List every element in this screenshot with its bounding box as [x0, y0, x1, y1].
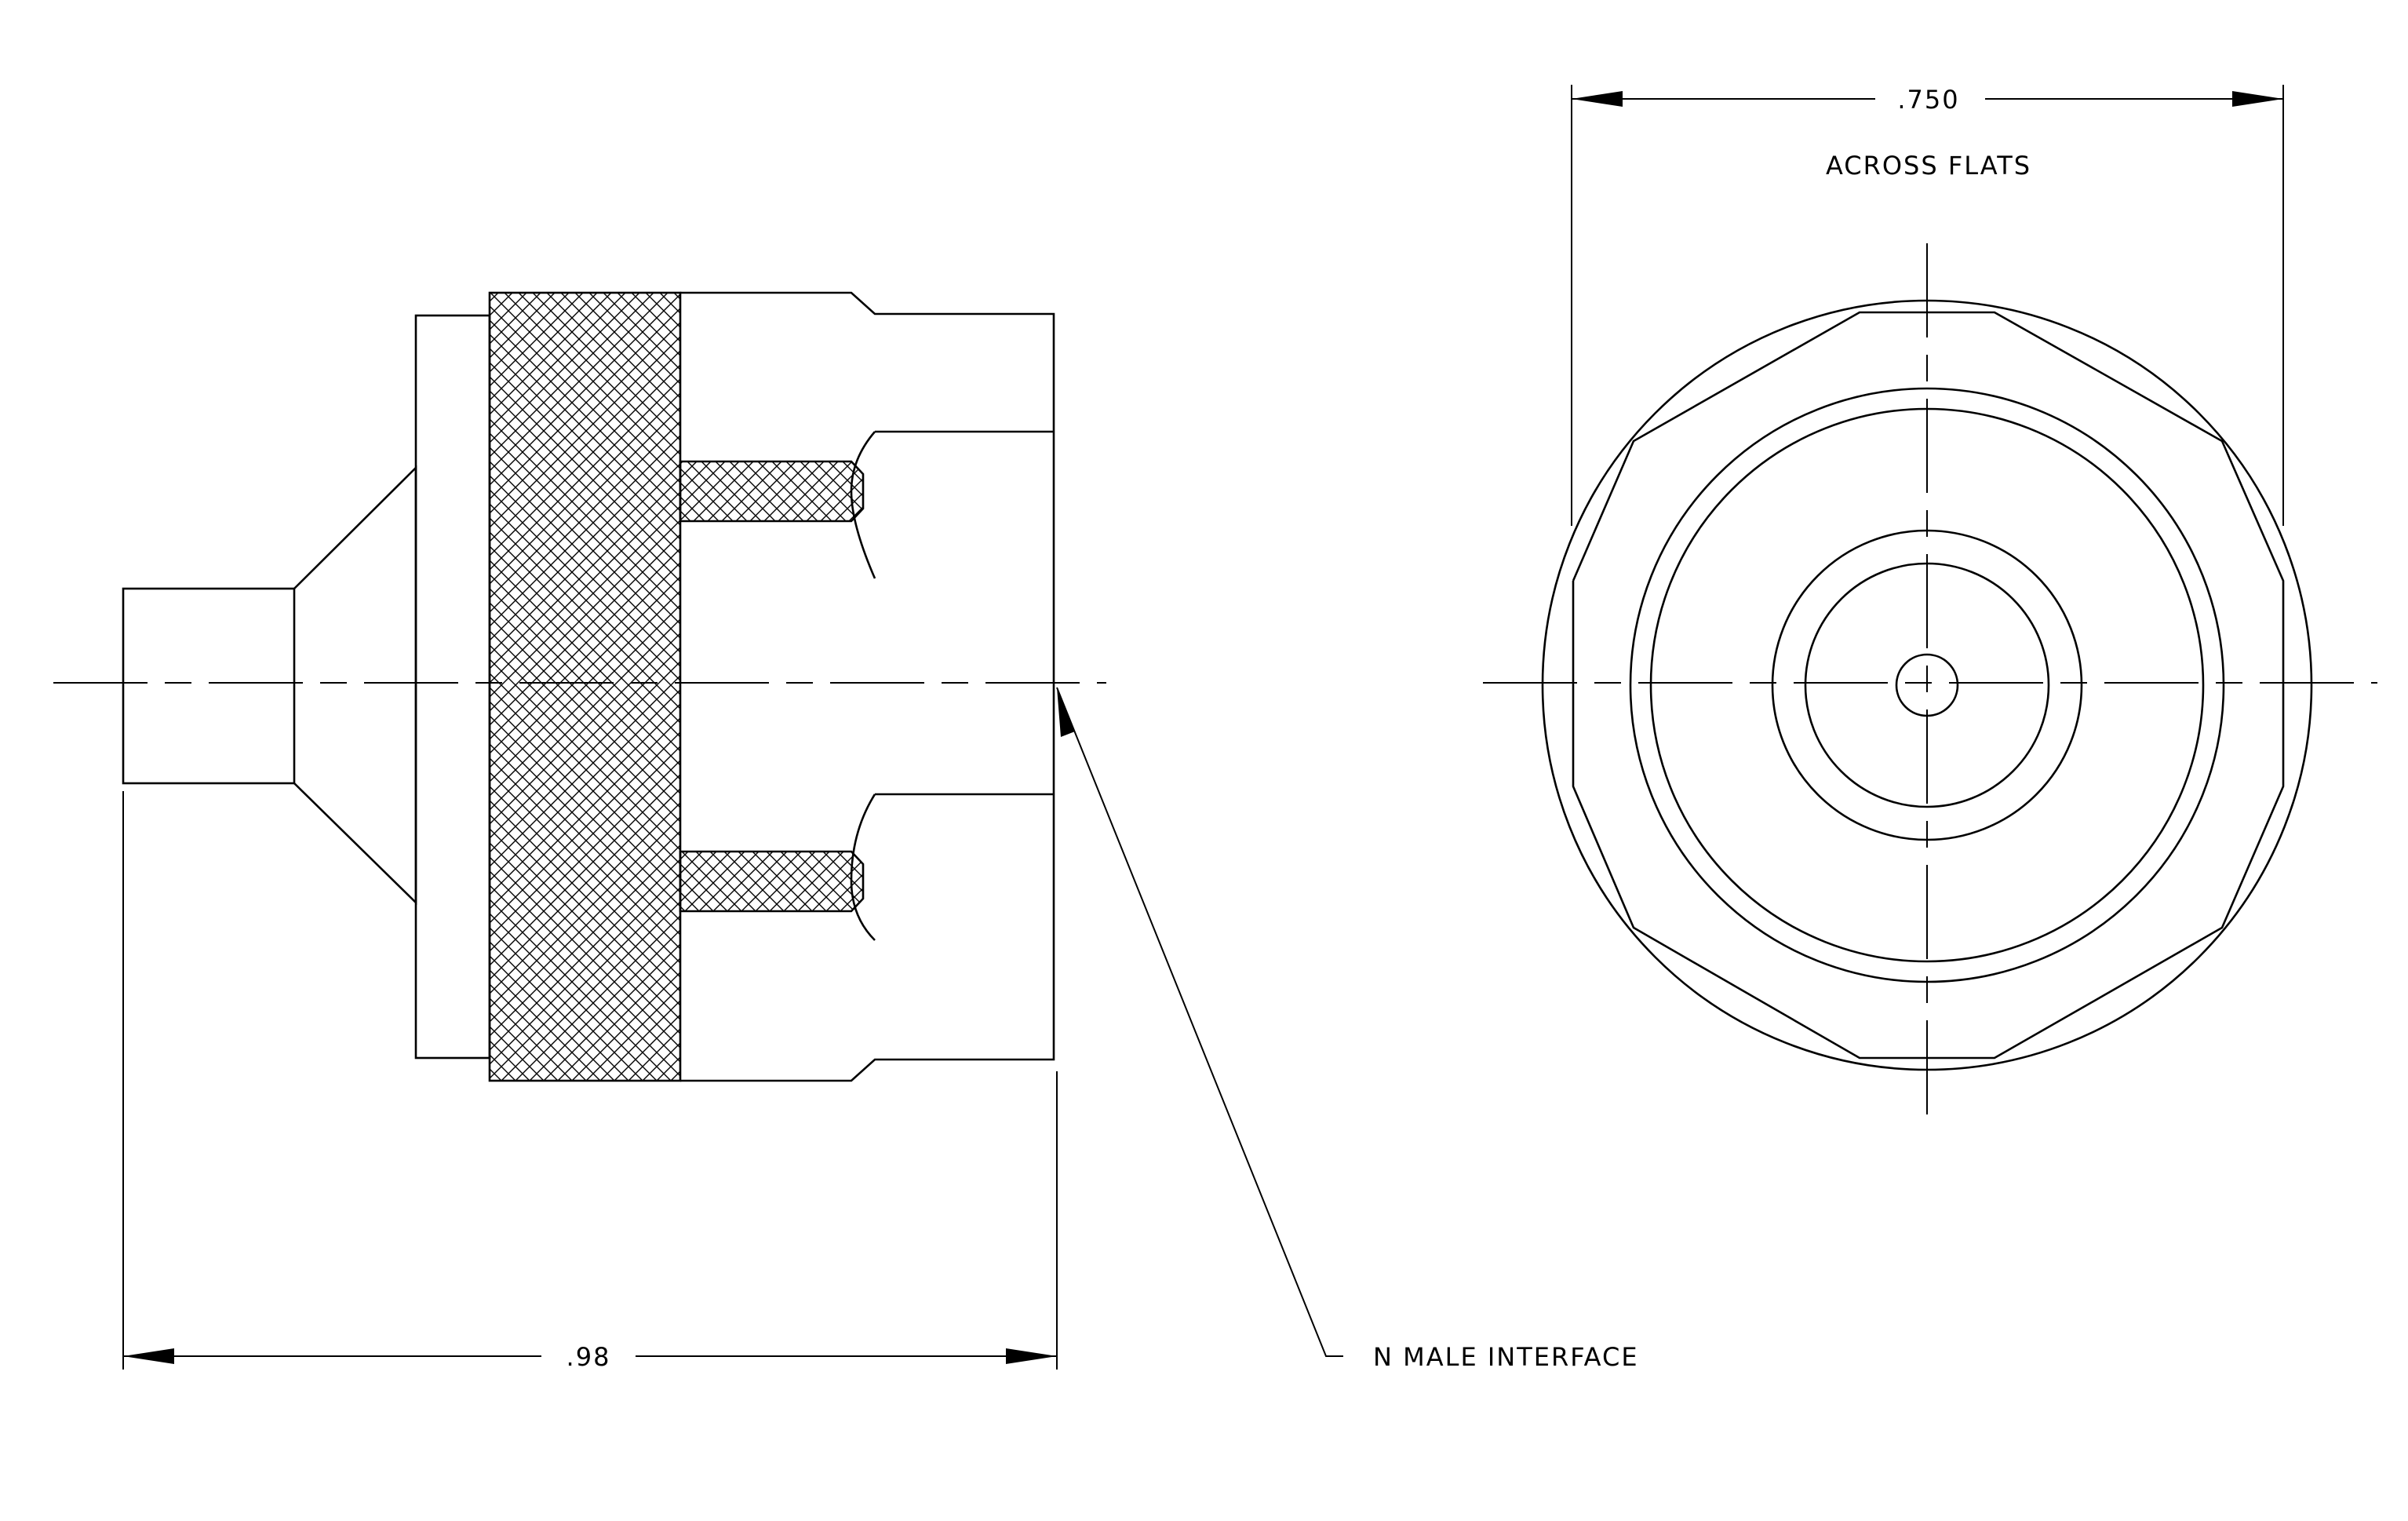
lower-contact-finger: [679, 850, 865, 913]
across-flats-dimension: .750 ACROSS FLATS: [1571, 85, 2284, 526]
lower-contact-tip: [850, 793, 876, 941]
coupling-ring-inner: [1649, 407, 2205, 963]
across-flats-value: .750: [1897, 85, 1959, 115]
across-flats-note: ACROSS FLATS: [1826, 151, 2031, 181]
side-view: .98 N MALE INTERFACE: [53, 291, 1639, 1372]
outer-diameter: [1541, 299, 2313, 1071]
overall-length-dimension: .98: [122, 791, 1058, 1372]
body-outline: [680, 291, 1055, 1082]
end-view: .750 ACROSS FLATS: [1483, 85, 2377, 1130]
hex-flats: [1572, 311, 2285, 1060]
upper-contact-finger: [679, 460, 865, 523]
overall-length-label: .98: [566, 1342, 611, 1372]
center-pin: [1895, 653, 1959, 717]
coupling-ring-outer: [1629, 387, 2225, 983]
dielectric-outer: [1771, 529, 2083, 841]
knurled-coupling-nut: [488, 291, 682, 1082]
interface-callout-label: N MALE INTERFACE: [1373, 1342, 1639, 1372]
dielectric-inner: [1804, 562, 2050, 808]
cable-stub: [122, 587, 296, 785]
upper-contact-tip: [850, 431, 876, 579]
interface-leader: N MALE INTERFACE: [1056, 687, 1639, 1372]
taper-cone: [293, 465, 417, 906]
rear-flange: [414, 314, 491, 1060]
